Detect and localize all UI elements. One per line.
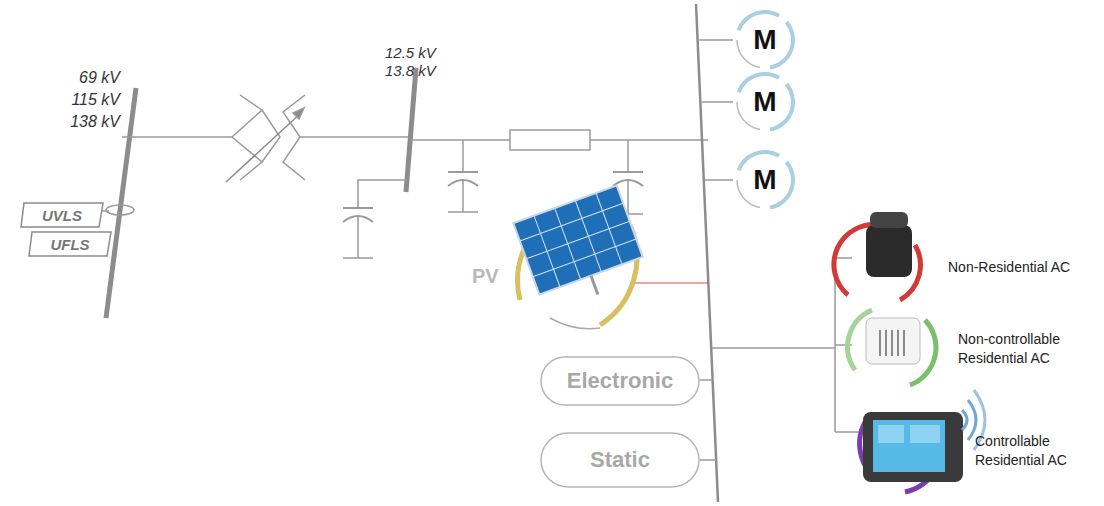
feeder-line (410, 139, 510, 141)
load-box: Electronic (540, 356, 700, 406)
motor-circle: M (733, 8, 797, 72)
ct-ring (106, 205, 134, 215)
motor-label: M (753, 164, 776, 196)
pv-panel (513, 185, 649, 328)
motor-label: M (753, 24, 776, 56)
motor-tap (702, 101, 733, 103)
pv-tap (630, 282, 709, 283)
diagram-label: Controllable Residential AC (975, 433, 1067, 468)
relay-box: UVLS (20, 202, 104, 228)
line-impedance (510, 130, 590, 150)
diagram-label: 69 kV (79, 69, 120, 86)
motor-label: M (753, 86, 776, 118)
motor-circle: M (733, 70, 797, 134)
feeder-line (590, 139, 708, 141)
diagram-label: PV (472, 265, 499, 287)
diagram-label: Non-Residential AC (948, 259, 1070, 275)
load-box: Static (540, 432, 700, 488)
load-tap (700, 379, 713, 381)
load-bus (696, 4, 718, 502)
diagram-label: Non-controllable Residential AC (958, 331, 1060, 366)
ac-branch (835, 431, 862, 433)
capacitor-symbol (343, 180, 408, 258)
relay-label: UVLS (42, 207, 82, 224)
ac-branch (835, 257, 852, 259)
ac-tap (712, 347, 835, 349)
motor-tap (699, 39, 733, 41)
controllable-ac-icon (860, 390, 985, 492)
capacitor-symbol (448, 140, 478, 212)
diagram-label: 12.5 kV (385, 44, 436, 61)
load-label: Electronic (567, 368, 673, 394)
diagram-label: 138 kV (70, 113, 120, 130)
diagram-label: 13.8 kV (385, 62, 436, 79)
load-label: Static (590, 447, 650, 473)
relay-box: UFLS (28, 231, 112, 257)
motor-tap (705, 179, 733, 181)
mv-bus (406, 68, 416, 192)
tap-transformer (226, 95, 408, 182)
non-residential-ac-icon (834, 212, 921, 300)
diagram-label: 115 kV (71, 91, 120, 108)
hv-line (122, 136, 232, 138)
non-controllable-ac-icon (848, 310, 936, 385)
motor-circle: M (733, 148, 797, 212)
relay-label: UFLS (50, 236, 89, 253)
load-tap (700, 459, 716, 461)
